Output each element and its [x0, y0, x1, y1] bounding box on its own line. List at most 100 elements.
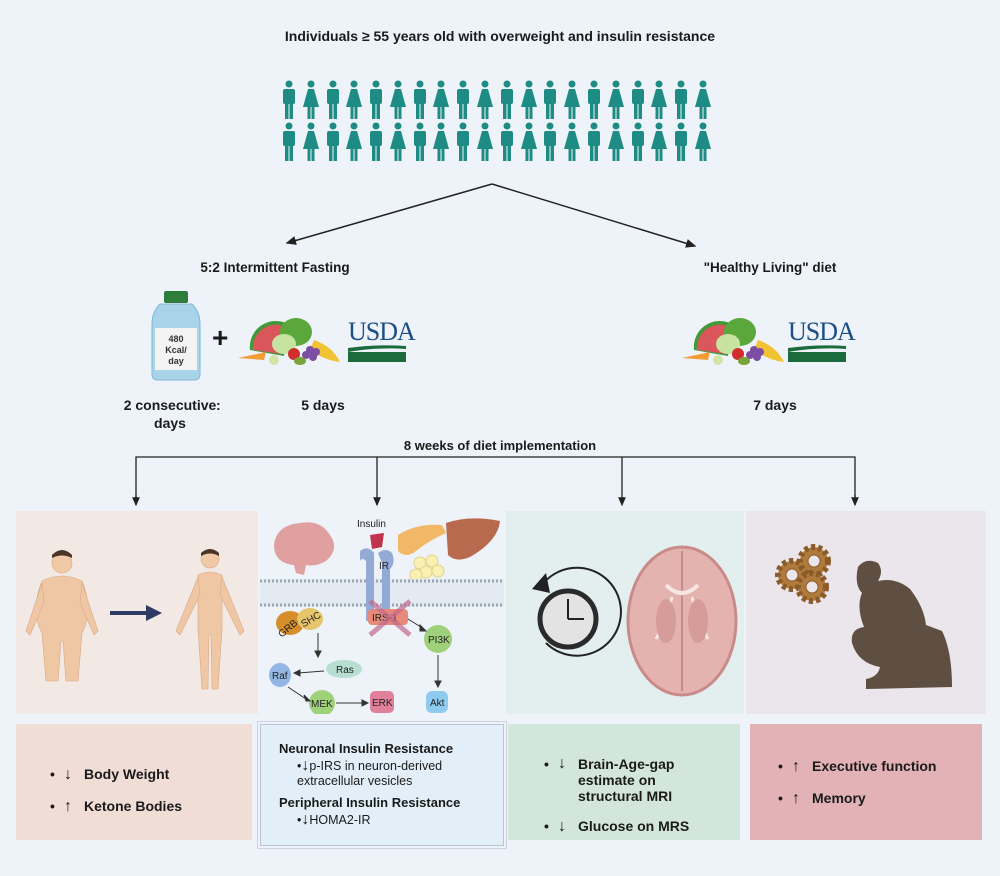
label-ir: IR — [379, 561, 389, 572]
outcome-text: p-IRS in neuron-derived extracellular ve… — [297, 759, 443, 788]
thinker-statue-icon — [851, 560, 952, 689]
outcome-text: Ketone Bodies — [84, 798, 183, 814]
population-row — [280, 122, 712, 164]
outcome-text: Body Weight — [84, 766, 170, 782]
insulin-molecule — [370, 533, 384, 549]
normal-days-label: 5 days — [301, 397, 345, 413]
outcome-box-brain: •↓Brain-Age-gap estimate on structural M… — [508, 724, 740, 840]
diagram-title: Individuals ≥ 55 years old with overweig… — [284, 28, 716, 44]
female-person-icon — [477, 80, 494, 119]
outcome-text: HOMA2-IR — [309, 813, 371, 827]
male-person-icon — [587, 122, 600, 161]
female-person-icon — [346, 122, 363, 161]
male-person-icon — [457, 80, 470, 119]
brain-icon — [274, 522, 335, 575]
female-person-icon — [302, 122, 319, 161]
brain-axial-mri-icon — [626, 545, 738, 697]
liver-icon — [446, 518, 500, 560]
male-person-icon — [457, 122, 470, 161]
healthy-days-label: 7 days — [753, 397, 797, 413]
male-person-icon — [675, 122, 688, 161]
female-person-icon — [389, 122, 406, 161]
arrow-to-fasting — [285, 183, 493, 245]
label-pi3k: PI3K — [428, 635, 450, 646]
outcome-text: Memory — [812, 790, 866, 806]
irs1-inhibited-cross — [368, 599, 412, 637]
outcome-homa2-ir: •↓HOMA2-IR — [297, 811, 371, 828]
raf-protein — [269, 663, 291, 687]
female-person-icon — [433, 80, 450, 119]
down-arrow-icon: ↓ — [301, 757, 310, 774]
gears-icon — [775, 544, 831, 604]
down-arrow-icon: ↓ — [64, 766, 72, 783]
male-person-icon — [283, 122, 295, 161]
outcome-ketone-bodies: •↑Ketone Bodies — [50, 798, 183, 815]
female-person-icon — [564, 80, 581, 119]
up-arrow-icon: ↑ — [792, 790, 800, 807]
male-person-icon — [370, 80, 383, 119]
clock-rewind-icon — [532, 566, 622, 657]
outcome-text: Glucose on MRS — [578, 818, 690, 834]
body-transformation-illustration — [25, 549, 245, 690]
fasting-days-text-2: days — [154, 415, 186, 431]
female-person-icon — [651, 80, 668, 119]
bottle-label-3: day — [168, 356, 184, 366]
female-person-icon — [651, 122, 668, 161]
peripheral-ir-heading: Peripheral Insulin Resistance — [279, 795, 461, 810]
female-person-icon — [607, 122, 624, 161]
transformation-arrow — [110, 605, 162, 621]
down-arrow-icon: ↓ — [558, 755, 566, 772]
label-mek: MEK — [311, 699, 333, 710]
male-person-icon — [326, 122, 339, 161]
female-person-icon — [346, 80, 363, 119]
male-person-icon — [283, 80, 295, 119]
panel-cognition — [746, 511, 986, 714]
label-insulin: Insulin — [357, 519, 386, 530]
implementation-label: 8 weeks of diet implementation — [403, 438, 597, 453]
female-person-icon — [694, 80, 711, 119]
male-person-icon — [675, 80, 688, 119]
pathway-arrows — [287, 618, 442, 707]
label-ras: Ras — [336, 665, 354, 676]
outcome-box-cognition: •↑Executive function •↑Memory — [750, 724, 982, 840]
plus-sign: + — [212, 322, 229, 353]
outcome-text: Brain-Age-gap estimate on structural MRI — [578, 756, 675, 804]
down-arrow-icon: ↓ — [558, 818, 566, 835]
label-akt: Akt — [430, 698, 445, 709]
label-raf: Raf — [272, 671, 288, 682]
label-erk: ERK — [372, 698, 393, 709]
female-person-icon — [389, 80, 406, 119]
fat-cells-icon — [409, 554, 445, 582]
brain-age-illustration — [532, 545, 738, 697]
pancreas-icon — [398, 524, 446, 555]
male-person-icon — [370, 122, 383, 161]
population-row — [280, 80, 712, 122]
bottle-icon: 480 Kcal/ day — [151, 291, 201, 381]
fasting-arm-label: 5:2 Intermittent Fasting — [200, 260, 350, 275]
male-person-icon — [544, 122, 557, 161]
female-person-icon — [520, 80, 537, 119]
outcome-memory: •↑Memory — [778, 790, 866, 807]
outcome-executive-function: •↑Executive function — [778, 758, 937, 775]
male-person-icon — [631, 80, 644, 119]
arrow-to-healthy-living — [491, 183, 697, 248]
down-arrow-icon: ↓ — [301, 811, 310, 828]
male-person-icon — [631, 122, 644, 161]
bottle-label-1: 480 — [168, 334, 183, 344]
up-arrow-icon: ↑ — [792, 758, 800, 775]
ras-protein — [326, 660, 362, 678]
bottle-label-2: Kcal/ — [165, 345, 187, 355]
grb2-protein — [276, 611, 304, 635]
usda-text: USDA — [348, 317, 416, 346]
female-person-icon — [302, 80, 319, 119]
shc-protein — [297, 608, 323, 630]
male-person-icon — [326, 80, 339, 119]
panel-body-weight — [16, 511, 258, 714]
outcome-brain-age-gap: •↓Brain-Age-gap estimate on structural M… — [544, 755, 720, 805]
pi3k-protein — [424, 625, 452, 653]
female-person-icon — [694, 122, 711, 161]
female-person-icon — [433, 122, 450, 161]
fit-body-icon — [175, 549, 245, 690]
label-irs1: IRS-1 — [372, 613, 398, 624]
overweight-body-icon — [25, 550, 99, 682]
